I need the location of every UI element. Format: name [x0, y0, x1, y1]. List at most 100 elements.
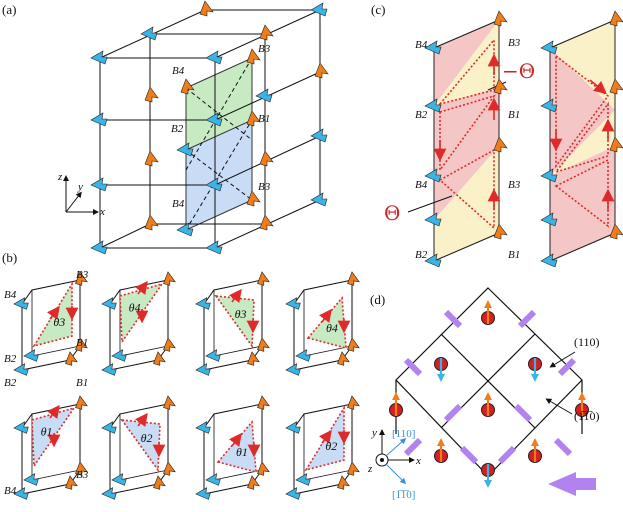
orange-spin-icon	[347, 271, 360, 286]
panel-a: (a) z y x B4 B3 B2	[2, 0, 329, 255]
site-label-b4: B4	[172, 65, 185, 77]
b-label-b3: B3	[76, 269, 89, 281]
blue-spin-icon	[205, 473, 221, 486]
up-arrow-icon	[531, 438, 539, 446]
d-axis-z-label: z	[367, 463, 373, 475]
orange-spin-icon	[144, 150, 159, 167]
b-theta-label: θ2	[325, 439, 337, 453]
orange-spin-icon	[75, 461, 88, 476]
b-label-b1: B1	[76, 377, 88, 389]
b-theta-label: θ1	[41, 424, 53, 438]
orange-spin-icon	[257, 271, 270, 286]
blue-spin-icon	[111, 473, 127, 486]
b-cell: θ1	[13, 395, 88, 500]
b-label-b3: B3	[76, 469, 89, 481]
blue-spin-icon	[205, 112, 223, 127]
axes-a: z y x	[57, 171, 105, 218]
b-theta-label: θ4	[326, 321, 338, 335]
blue-spin-icon	[90, 177, 108, 192]
b-loop-arrow	[319, 308, 332, 323]
c-label-b1: B1	[508, 109, 520, 121]
b-cell-edge	[213, 345, 263, 357]
panel-c: (c)	[371, 2, 623, 268]
blue-spin-icon	[205, 349, 221, 362]
c-pink-region	[434, 88, 499, 220]
axes-d: y x z [110] [1̅1̅0]	[367, 427, 421, 501]
purple-arrow-icon	[403, 437, 423, 457]
purple-arrow-icon	[513, 403, 533, 423]
blue-spin-icon	[205, 177, 223, 192]
blue-spin-icon	[285, 487, 301, 500]
blue-spin-icon	[13, 297, 29, 310]
orange-spin-icon	[347, 461, 360, 476]
blue-spin-icon	[176, 142, 194, 157]
blue-spin-icon	[176, 222, 194, 237]
orange-spin-icon	[337, 351, 350, 366]
b-label-b4: B4	[4, 289, 17, 301]
b-cell-edge	[119, 469, 169, 481]
blue-spin-icon	[90, 112, 108, 127]
blue-spin-icon	[295, 349, 311, 362]
panel-a-label: (a)	[2, 2, 16, 17]
orange-spin-icon	[609, 223, 623, 240]
b-cell: θ3	[13, 271, 88, 376]
orange-spin-icon	[347, 395, 360, 410]
blue-spin-icon	[90, 240, 108, 255]
blue-spin-icon	[23, 349, 39, 362]
orange-spin-icon	[199, 0, 214, 17]
panel-d-label: (d)	[370, 292, 385, 307]
site-label-b3: B3	[258, 43, 271, 55]
b-theta-label: θ1	[236, 445, 248, 459]
blue-spin-icon	[285, 421, 301, 434]
blue-spin-icon	[205, 240, 223, 255]
up-arrow-icon	[484, 392, 492, 400]
b-label-b1: B1	[76, 337, 88, 349]
plane-110-label: (110)	[574, 335, 600, 349]
c-label-b4: B4	[415, 39, 428, 51]
blue-spin-icon	[195, 487, 211, 500]
blue-spin-icon	[295, 473, 311, 486]
orange-spin-icon	[144, 86, 159, 103]
panel-b-label: (b)	[2, 250, 17, 265]
blue-spin-icon	[540, 98, 558, 113]
up-arrow-icon	[392, 392, 400, 400]
orange-spin-icon	[163, 395, 176, 410]
blue-spin-icon	[195, 421, 211, 434]
orange-spin-icon	[493, 10, 508, 27]
axis-z-label: z	[57, 171, 63, 183]
b-loop-arrow	[47, 404, 60, 419]
blue-spin-icon	[310, 128, 328, 143]
orange-spin-icon	[257, 395, 270, 410]
blue-spin-icon	[540, 253, 558, 268]
orange-spin-icon	[259, 214, 274, 231]
spin-group-d	[389, 300, 589, 488]
up-arrow-icon	[437, 438, 445, 446]
up-arrow-icon	[484, 300, 492, 308]
b-label-b2: B2	[4, 353, 17, 365]
panel-d: (d) (110) (1̅1̅0) y x z [110] [1̅1̅0]	[367, 287, 600, 501]
orange-spin-icon	[65, 351, 78, 366]
b-loop-arrow	[229, 288, 242, 303]
blue-spin-icon	[424, 253, 442, 268]
blue-spin-icon	[285, 363, 301, 376]
c-label-b4: B4	[415, 179, 428, 191]
orange-spin-icon	[246, 110, 261, 127]
orange-spin-icon	[153, 475, 166, 490]
b-label-b4: B4	[4, 485, 17, 497]
blue-spin-icon	[540, 212, 558, 227]
plane-diagonal	[185, 119, 253, 231]
orange-spin-icon	[259, 150, 274, 167]
b-cell: θ4	[285, 271, 360, 376]
orange-spin-icon	[246, 48, 261, 65]
c-label-b1: B1	[508, 249, 520, 261]
blue-spin-icon	[101, 297, 117, 310]
purple-arrow-icon	[497, 445, 517, 465]
up-arrow-icon	[578, 392, 586, 400]
blue-spin-icon	[111, 349, 127, 362]
plane-1-10-label: (1̅1̅0)	[574, 409, 600, 423]
blue-spin-icon	[195, 297, 211, 310]
b-theta-label: θ3	[235, 307, 247, 321]
blue-spin-icon	[205, 50, 223, 65]
blue-spin-icon	[424, 40, 442, 55]
